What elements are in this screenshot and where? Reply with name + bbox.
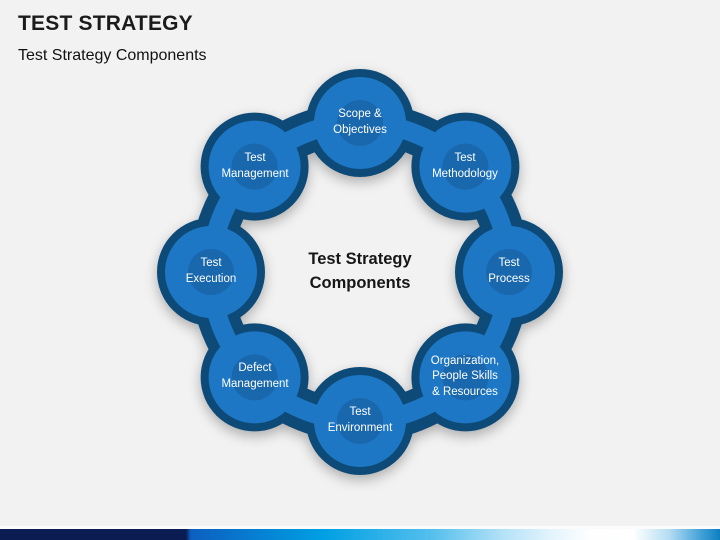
node-circle-right bbox=[463, 226, 555, 318]
node-inner-disc-bottom bbox=[337, 398, 383, 444]
node-inner-disc-bottom-right bbox=[442, 354, 489, 401]
node-inner-disc-top-left bbox=[231, 143, 278, 190]
footer-highlight-line bbox=[0, 526, 720, 529]
node-label: Defect Management bbox=[221, 362, 289, 390]
page-subtitle: Test Strategy Components bbox=[18, 47, 207, 64]
node-label: Test Execution bbox=[185, 257, 237, 285]
node-circle-bottom bbox=[314, 375, 406, 467]
node-inner-disc-layer bbox=[188, 100, 532, 444]
diagram-center-label: Test Strategy Components bbox=[308, 250, 412, 292]
node-inner-disc-top bbox=[337, 100, 383, 146]
node-label: Test Methodology bbox=[432, 152, 498, 180]
chain-ring-graphic bbox=[157, 69, 563, 475]
node-test-methodology: Test Methodology bbox=[413, 115, 517, 219]
node-test-management: Test Management bbox=[203, 115, 307, 219]
node-circle-left bbox=[165, 226, 257, 318]
node-inner-disc-bottom-left bbox=[231, 354, 278, 401]
slide-header: TEST STRATEGY Test Strategy Components bbox=[18, 12, 207, 65]
node-label: Scope & Objectives bbox=[333, 108, 387, 136]
node-circle-top bbox=[314, 77, 406, 169]
footer-accent-bar bbox=[0, 529, 720, 540]
node-label: Test Environment bbox=[327, 406, 393, 434]
node-circle-top-left bbox=[208, 120, 301, 213]
chain-ring-light-layer bbox=[165, 77, 555, 467]
node-circle-top-right bbox=[419, 120, 512, 213]
page-title: TEST STRATEGY bbox=[18, 12, 193, 35]
node-scope-objectives: Scope & Objectives bbox=[308, 71, 412, 175]
node-circle-bottom-left bbox=[208, 331, 301, 424]
node-test-execution: Test Execution bbox=[159, 220, 263, 324]
node-label: Test Management bbox=[221, 152, 289, 180]
chain-diagram: Scope & Objectives Test Methodology Test… bbox=[150, 62, 570, 482]
node-inner-disc-right bbox=[486, 249, 532, 295]
node-test-environment: Test Environment bbox=[308, 369, 412, 473]
node-label: Organization, People Skills & Resources bbox=[430, 354, 500, 398]
node-label: Test Process bbox=[488, 257, 530, 285]
node-inner-disc-top-right bbox=[442, 143, 489, 190]
node-inner-disc-left bbox=[188, 249, 234, 295]
node-test-process: Test Process bbox=[457, 220, 561, 324]
node-organization-people-skills-resources: Organization, People Skills & Resources bbox=[413, 325, 517, 429]
node-circle-bottom-right bbox=[419, 331, 512, 424]
node-defect-management: Defect Management bbox=[203, 325, 307, 429]
